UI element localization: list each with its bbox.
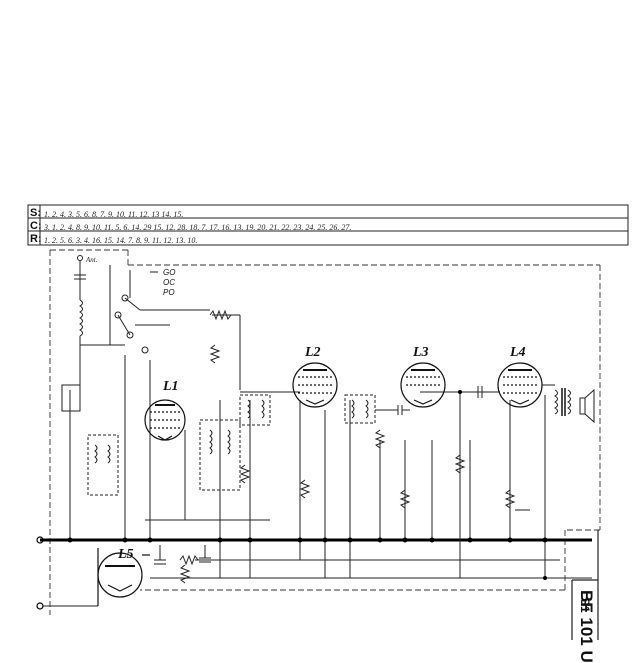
header-frame <box>27 204 629 246</box>
band-go: GO <box>163 268 175 277</box>
tube-l2-label: L2 <box>304 345 321 360</box>
resistors <box>179 344 516 584</box>
output-stage <box>542 384 595 424</box>
if-transformer-2 <box>344 394 410 424</box>
tube-l4 <box>497 362 543 408</box>
band-oc: OC <box>163 278 175 287</box>
tube-l2 <box>292 362 338 408</box>
schematic-sheet: S: C: R: 1. 2. 4. 3. 5. 6. 8. 7. 9. 10. … <box>27 204 629 663</box>
tube-l3-label: L3 <box>412 345 429 360</box>
if-transformer-1 <box>87 394 271 496</box>
row-r-values: 1. 2. 5. 6. 3. 4. 16. 15. 14. 7. 8. 9. 1… <box>44 236 198 245</box>
tube-l5 <box>97 548 150 606</box>
band-switch <box>114 270 241 390</box>
junctions <box>67 390 548 580</box>
row-label-r: R: <box>30 233 42 245</box>
row-c-values: 3. 1. 2. 4. 8. 9. 10. 11. 5. 6. 14. 29 1… <box>44 223 352 232</box>
tube-l5-label: L5 <box>117 547 134 562</box>
ground-bus <box>36 536 592 610</box>
row-label-c: C: <box>30 220 42 232</box>
tube-l1 <box>144 399 186 441</box>
tube-l1-label: L1 <box>162 379 179 394</box>
supply-lines <box>69 355 592 579</box>
sheet-number: S1 <box>578 598 592 613</box>
title-frame <box>571 530 599 640</box>
coupling-cap <box>460 386 500 398</box>
tube-l3 <box>400 362 446 408</box>
schematic-drawing: Ant. GO OC PO L1 <box>27 204 629 640</box>
antenna-label: Ant. <box>85 256 98 264</box>
row-label-s: S: <box>30 207 41 219</box>
tube-l4-label: L4 <box>509 345 526 360</box>
row-s-values: 1. 2. 4. 3. 5. 6. 8. 7. 9. 10. 11. 12. 1… <box>44 210 184 219</box>
band-po: PO <box>163 288 175 297</box>
antenna-circuit <box>61 255 125 412</box>
filter-caps <box>154 545 211 566</box>
